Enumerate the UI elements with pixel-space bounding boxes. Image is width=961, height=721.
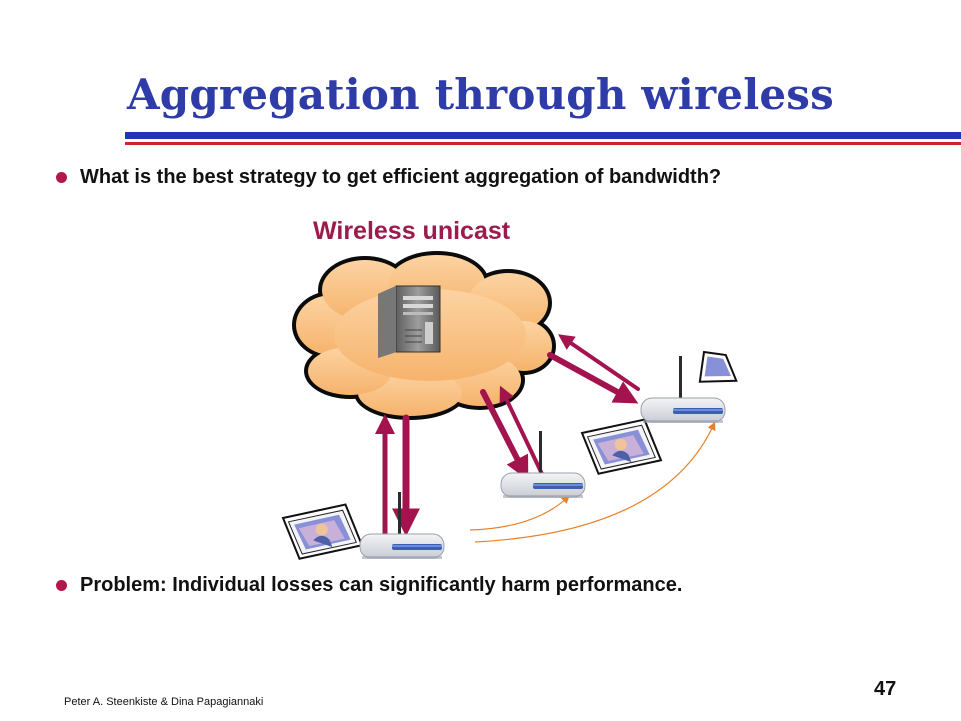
footer-author: Peter A. Steenkiste & Dina Papagiannaki <box>64 696 264 708</box>
bullet-dot-icon <box>56 580 67 591</box>
unicast-arrows <box>375 334 640 547</box>
diagram-subtitle: Wireless unicast <box>313 217 511 245</box>
arrow-mid-down <box>480 389 529 481</box>
router-icon <box>359 491 445 560</box>
server-icon <box>378 285 441 358</box>
slide-title: Aggregation through wireless <box>127 70 834 119</box>
curve-to-right <box>474 421 716 543</box>
arrow-right-down <box>547 352 639 404</box>
bullet-text: What is the best strategy to get efficie… <box>80 166 722 188</box>
router-icon <box>500 430 586 499</box>
title-rule-gap <box>125 139 961 142</box>
title-rule-red <box>125 142 961 145</box>
curve-to-mid <box>469 495 570 531</box>
title-rule-blue <box>125 132 961 139</box>
photo-icon <box>698 350 738 383</box>
arrow-right-up <box>558 334 640 391</box>
bullet-problem: Problem: Individual losses can significa… <box>56 572 936 602</box>
photo-icon <box>276 495 369 569</box>
arrow-mid-up <box>499 385 545 478</box>
overhear-curves <box>469 421 716 543</box>
bullet-text: Problem: Individual losses can significa… <box>80 574 683 596</box>
bullet-question: What is the best strategy to get efficie… <box>56 164 816 220</box>
page-number: 47 <box>874 678 897 700</box>
bullet-dot-icon <box>56 172 67 183</box>
